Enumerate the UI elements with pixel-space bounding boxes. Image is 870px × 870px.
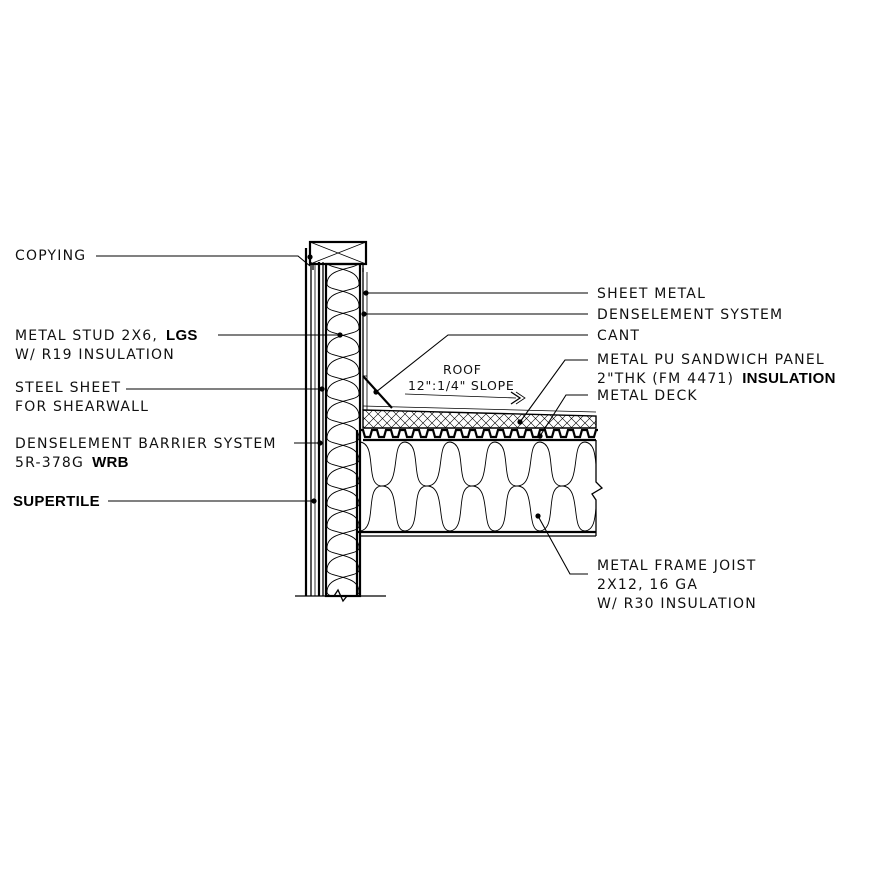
label-barrier-line2: 5R-378G WRB <box>15 454 129 471</box>
label-sheet-metal: SHEET METAL <box>597 286 706 302</box>
metal-deck <box>360 428 598 442</box>
label-steel-sheet-line2: FOR SHEARWALL <box>15 399 149 415</box>
label-metal-deck: METAL DECK <box>597 388 698 404</box>
label-joist-line3: W/ R30 INSULATION <box>597 596 757 612</box>
label-denselement-system: DENSELEMENT SYSTEM <box>597 307 783 323</box>
exterior-wall-layers <box>304 248 324 596</box>
label-copying: COPYING <box>15 248 86 264</box>
label-barrier-line1: DENSELEMENT BARRIER SYSTEM <box>15 436 277 452</box>
slope-arrow <box>404 391 526 405</box>
label-cant: CANT <box>597 328 640 344</box>
label-steel-sheet-line1: STEEL SHEET <box>15 380 121 396</box>
labels: COPYING METAL STUD 2X6, LGS W/ R19 INSUL… <box>13 248 836 612</box>
joist-insulation <box>357 440 604 537</box>
label-roof: ROOF <box>443 362 482 377</box>
label-joist-line2: 2X12, 16 GA <box>597 577 698 593</box>
wall-assembly <box>295 240 386 603</box>
label-metal-stud-line1: METAL STUD 2X6, LGS <box>15 327 198 344</box>
label-pu-panel-line2: 2"THK (FM 4471) INSULATION <box>597 370 836 387</box>
stud-insulation <box>324 262 362 598</box>
leader-lines <box>96 254 588 575</box>
wall-base <box>295 588 386 603</box>
label-joist-line1: METAL FRAME JOIST <box>597 558 757 574</box>
label-slope: 12":1/4" SLOPE <box>408 378 515 393</box>
pu-sandwich-panel <box>362 405 597 429</box>
label-pu-panel-line1: METAL PU SANDWICH PANEL <box>597 352 825 368</box>
roof-assembly <box>357 375 604 537</box>
label-supertile: SUPERTILE <box>13 493 100 510</box>
label-metal-stud-line2: W/ R19 INSULATION <box>15 347 175 363</box>
